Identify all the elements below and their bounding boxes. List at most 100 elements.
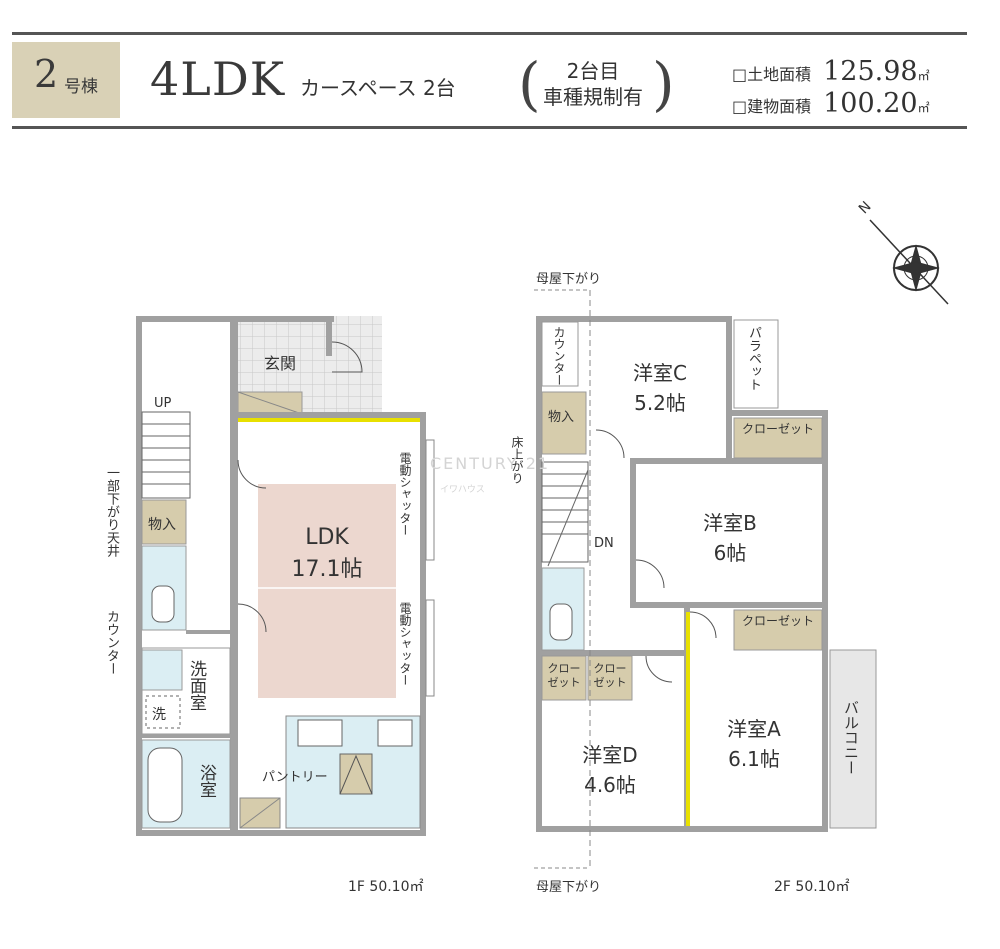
parapet-label: パラペット bbox=[746, 326, 761, 391]
land-area-unit: ㎡ bbox=[917, 69, 930, 83]
2f-wall-d-top bbox=[542, 650, 684, 656]
wall-toilet-bottom bbox=[186, 630, 232, 634]
2f-wall-b-left bbox=[630, 458, 636, 606]
room-a-size: 6.1帖 bbox=[728, 747, 780, 771]
wall-bath-top bbox=[142, 734, 232, 738]
room-c-door bbox=[595, 429, 625, 459]
ceiling-note-label: 一部下がり天井 bbox=[104, 466, 119, 557]
counter-2f-label: カウンター bbox=[552, 326, 566, 386]
raised-floor-label: 床上がり bbox=[510, 436, 524, 484]
2f-wall-bottom bbox=[536, 826, 828, 832]
wall-right bbox=[420, 412, 426, 836]
kitchen-island bbox=[339, 753, 373, 795]
paren-open: ( bbox=[518, 50, 541, 118]
2f-wall-b-top bbox=[726, 410, 828, 416]
closet-a-box bbox=[733, 609, 823, 651]
2f-wall-top bbox=[536, 316, 730, 322]
watermark-brand: CENTURY 21 bbox=[430, 454, 551, 473]
wall-entrance-top bbox=[234, 316, 334, 322]
parking-note-line2: 車種規制有 bbox=[543, 85, 643, 109]
ldk-size: 17.1帖 bbox=[291, 557, 363, 582]
stairs-2f bbox=[541, 461, 589, 567]
closet-d1-box bbox=[541, 655, 587, 701]
2f-wall-right bbox=[822, 410, 828, 830]
wall-top-left bbox=[136, 316, 234, 322]
floor2-plan bbox=[534, 289, 877, 869]
closet-b-box bbox=[733, 417, 823, 459]
ldk-label: LDK 17.1帖 bbox=[272, 522, 382, 586]
bathtub bbox=[147, 747, 183, 823]
carspace-label: カースペース 2台 bbox=[300, 76, 456, 100]
room-b-label: 洋室B 6帖 bbox=[680, 508, 780, 568]
roof-bottom-label: 母屋下がり bbox=[536, 880, 602, 895]
room-b-size: 6帖 bbox=[713, 541, 747, 565]
stairs-1f bbox=[141, 411, 191, 499]
shutter-1-label: 電動シャッター bbox=[398, 452, 412, 536]
building-number: 2 bbox=[34, 52, 59, 96]
2f-wall-b-bottom bbox=[630, 602, 828, 608]
closet-d2-label: クローゼット bbox=[593, 662, 627, 689]
entrance-label: 玄関 bbox=[264, 354, 297, 373]
parapet-box bbox=[733, 319, 779, 409]
balcony-label: バルコニー bbox=[842, 700, 860, 775]
parking-note-line1: 2台目 bbox=[566, 59, 620, 83]
bath-label: 浴室 bbox=[196, 764, 216, 798]
room-d-label: 洋室D 4.6帖 bbox=[560, 740, 660, 800]
room-b-name: 洋室B bbox=[703, 511, 757, 535]
washer-label: 洗 bbox=[152, 707, 166, 723]
parking-note: 2台目 車種規制有 bbox=[538, 58, 648, 110]
floor2-caption: 2F 50.10㎡ bbox=[774, 879, 850, 895]
building-area-label: □建物面積 bbox=[732, 97, 812, 116]
shutter-1-frame bbox=[425, 439, 435, 561]
room-a-door bbox=[689, 611, 717, 639]
storage-1f-label: 物入 bbox=[148, 517, 176, 533]
storage-1f-box bbox=[141, 499, 187, 545]
cooktop bbox=[377, 719, 413, 747]
roof-top-label: 母屋下がり bbox=[536, 272, 602, 287]
shutter-yellow-line bbox=[238, 418, 420, 422]
up-label: UP bbox=[154, 396, 172, 411]
building-area-value: 100.20 bbox=[823, 88, 918, 119]
building-suffix: 号棟 bbox=[64, 77, 98, 97]
wash-basin-area bbox=[141, 649, 183, 691]
entrance-door-swing bbox=[331, 341, 363, 373]
room-c-size: 5.2帖 bbox=[634, 391, 686, 415]
closet-a-label: クローゼット bbox=[741, 614, 814, 628]
wall-entrance-right bbox=[326, 316, 332, 356]
porch-tile bbox=[330, 316, 382, 414]
closet-b-label: クローゼット bbox=[741, 422, 814, 436]
compass-rose bbox=[869, 219, 949, 305]
land-area-value: 125.98 bbox=[823, 56, 918, 87]
room-b-door bbox=[635, 559, 665, 589]
2f-wall-c-bottom bbox=[630, 458, 828, 464]
header-bottom-rule bbox=[12, 126, 967, 129]
2f-yellow-line bbox=[686, 612, 690, 826]
toilet-1f-fixture bbox=[151, 585, 175, 623]
closet-d1-label: クローゼット bbox=[547, 662, 581, 689]
land-area-label: □土地面積 bbox=[732, 65, 812, 84]
closet-d2-box bbox=[587, 655, 633, 701]
shutter-2-frame bbox=[425, 599, 435, 697]
floor1-caption: 1F 50.10㎡ bbox=[348, 879, 424, 895]
2f-wall-left bbox=[536, 316, 542, 830]
wall-bottom bbox=[136, 830, 426, 836]
wall-left bbox=[136, 316, 142, 836]
wall-center bbox=[230, 316, 238, 836]
shoe-box-diag bbox=[237, 391, 303, 415]
storage-2f-label: 物入 bbox=[548, 410, 575, 425]
ldk-name: LDK bbox=[305, 525, 349, 550]
layout-type: 4LDK bbox=[150, 52, 286, 106]
2f-storage-box bbox=[541, 391, 587, 455]
2f-toilet-fixture bbox=[549, 603, 573, 641]
wall-ldk-top bbox=[230, 412, 426, 418]
building-badge bbox=[12, 42, 120, 118]
island-mark bbox=[339, 754, 373, 795]
paren-close: ) bbox=[652, 50, 675, 118]
shutter-2-label: 電動シャッター bbox=[398, 602, 412, 686]
room-d-size: 4.6帖 bbox=[584, 773, 636, 797]
pantry-label: パントリー bbox=[262, 770, 328, 785]
watermark-sub: イワハウス bbox=[440, 485, 485, 495]
room-a-name: 洋室A bbox=[727, 717, 781, 741]
